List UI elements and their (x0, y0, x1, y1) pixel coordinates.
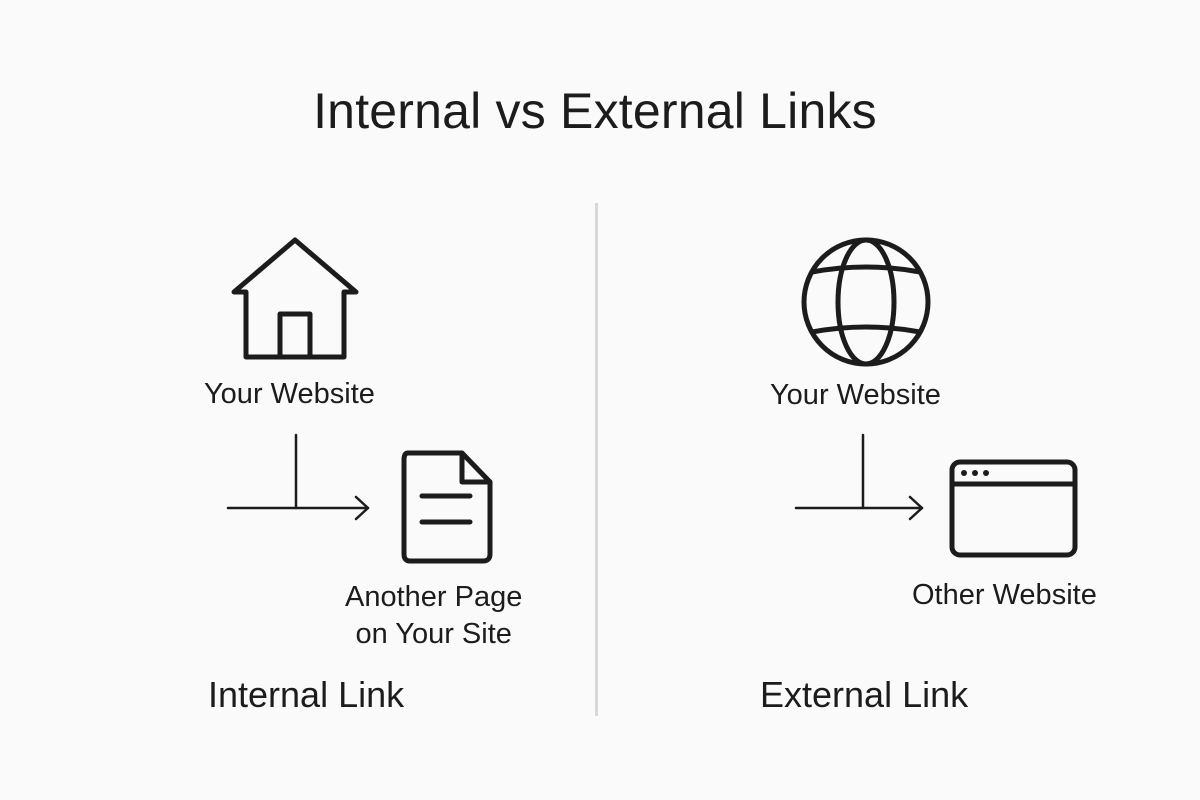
internal-source-label: Your Website (204, 378, 375, 410)
browser-window-icon (949, 459, 1078, 558)
external-source-label: Your Website (770, 379, 941, 411)
internal-target-label: Another Page on Your Site (345, 579, 522, 653)
internal-target-label-line2: on Your Site (355, 618, 512, 650)
external-link-arrow (794, 433, 924, 521)
external-target-label: Other Website (912, 579, 1097, 611)
diagram-title: Internal vs External Links (313, 83, 877, 139)
document-icon (401, 450, 493, 564)
internal-link-arrow (226, 433, 370, 521)
column-divider (595, 203, 598, 716)
internal-target-label-line1: Another Page (345, 581, 523, 613)
external-link-heading: External Link (760, 674, 969, 715)
house-icon (231, 237, 359, 360)
internal-link-heading: Internal Link (208, 674, 405, 715)
globe-icon (801, 237, 931, 367)
